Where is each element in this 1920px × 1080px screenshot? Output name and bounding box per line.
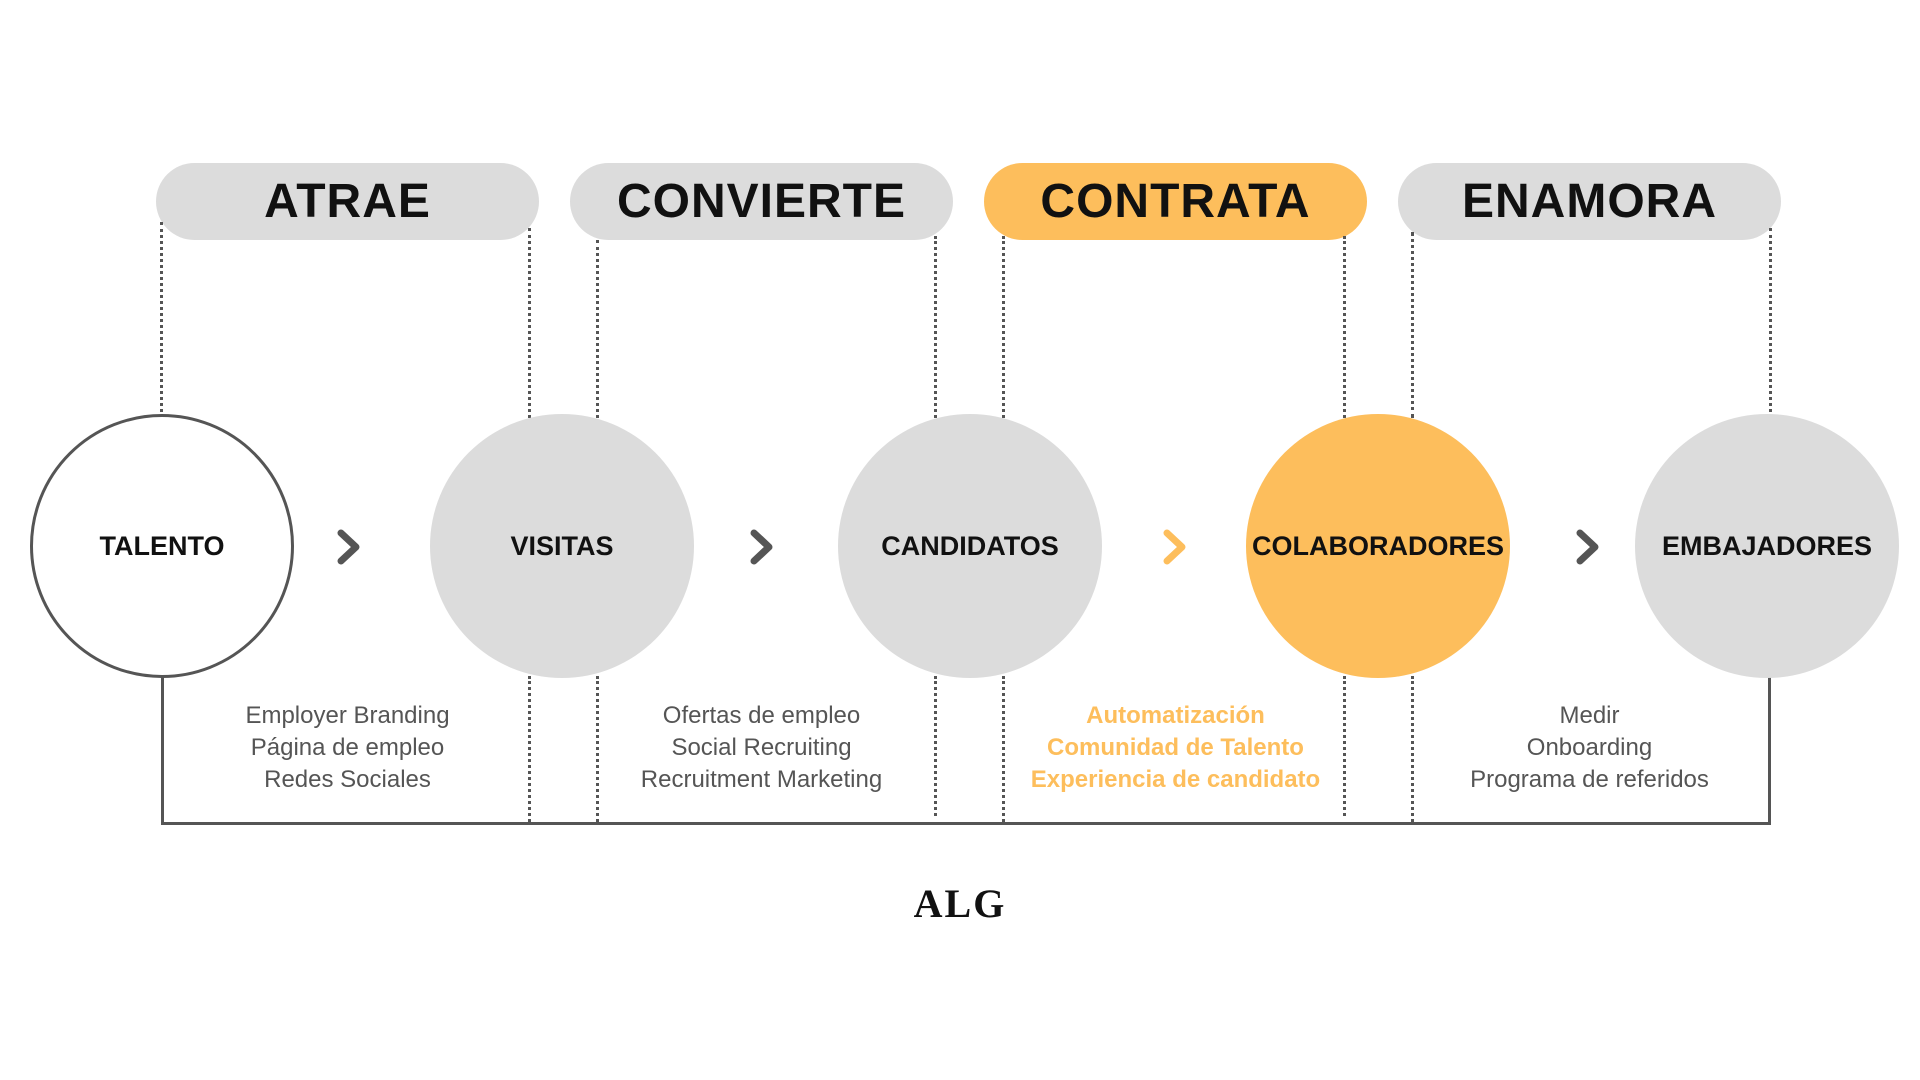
tactic-item: Social Recruiting (671, 734, 852, 761)
tactic-item: Experiencia de candidato (1030, 766, 1321, 793)
node-colaboradores: COLABORADORES (1246, 414, 1510, 678)
chevron-right-icon (1163, 529, 1186, 565)
tactics-enamora: Medir Onboarding Programa de referidos (1398, 700, 1781, 796)
dotted-divider (1411, 232, 1414, 418)
chevron-right-icon (337, 529, 360, 565)
node-embajadores: EMBAJADORES (1635, 414, 1899, 678)
dotted-divider (596, 676, 599, 822)
dotted-divider (596, 240, 599, 418)
tactics-contrata: Automatización Comunidad de Talento Expe… (984, 700, 1367, 796)
stage-pill-contrata: CONTRATA (984, 163, 1367, 240)
tactic-item: Automatización (1086, 702, 1265, 729)
dotted-divider (1411, 676, 1414, 822)
dotted-divider (1769, 228, 1772, 418)
bracket-bottom (161, 822, 1771, 825)
dotted-divider (1343, 676, 1346, 816)
tactic-item: Comunidad de Talento (1047, 734, 1304, 761)
dotted-divider (934, 676, 937, 816)
node-candidatos: CANDIDATOS (838, 414, 1102, 678)
chevron-right-icon (750, 529, 773, 565)
dotted-divider (528, 228, 531, 418)
tactics-atrae: Employer Branding Página de empleo Redes… (156, 700, 539, 796)
bracket-left (161, 676, 164, 824)
bracket-right (1768, 676, 1771, 824)
dotted-divider (1343, 236, 1346, 418)
dotted-divider (934, 236, 937, 418)
chevron-right-icon (1576, 529, 1599, 565)
tactic-item: Ofertas de empleo (662, 702, 861, 729)
dotted-divider (160, 222, 163, 418)
tactic-item: Programa de referidos (1470, 766, 1709, 793)
stage-pill-enamora: ENAMORA (1398, 163, 1781, 240)
tactic-item: Onboarding (1526, 734, 1653, 761)
tactics-convierte: Ofertas de empleo Social Recruiting Recr… (570, 700, 953, 796)
dotted-divider (1002, 236, 1005, 418)
dotted-divider (528, 676, 531, 822)
tactic-item: Medir (1559, 702, 1620, 729)
dotted-divider (1002, 676, 1005, 822)
node-talento: TALENTO (30, 414, 294, 678)
tactic-item: Recruitment Marketing (640, 766, 883, 793)
tactic-item: Página de empleo (250, 734, 445, 761)
stage-pill-convierte: CONVIERTE (570, 163, 953, 240)
node-visitas: VISITAS (430, 414, 694, 678)
stage-pill-atrae: ATRAE (156, 163, 539, 240)
tactic-item: Employer Branding (245, 702, 450, 729)
alg-logo: ALG (913, 881, 1007, 926)
tactic-item: Redes Sociales (264, 766, 431, 793)
